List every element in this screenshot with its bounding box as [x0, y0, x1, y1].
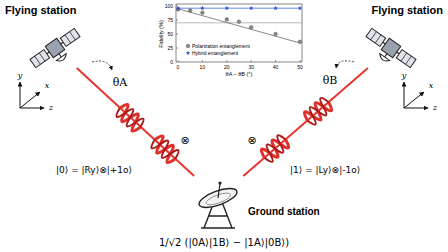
axes-symbol	[20, 82, 428, 108]
label-text: 1/√2 (|0A⟩|1B⟩ − |1A⟩|0B⟩)	[159, 237, 289, 248]
data-points	[176, 6, 303, 10]
laser-beam	[77, 68, 194, 176]
tick-label: 40	[273, 64, 279, 69]
axis-name: y	[18, 72, 23, 80]
tick-label: 50	[297, 64, 303, 69]
tick-label: 75	[167, 18, 173, 23]
tick-label: 100	[165, 4, 173, 9]
station-label: Ground station	[248, 206, 320, 217]
label-text: ⊗	[247, 134, 256, 147]
data-points	[176, 8, 302, 44]
label-text: θA	[113, 76, 128, 89]
angle-label: θA	[113, 77, 128, 88]
vortex-beam	[114, 102, 146, 133]
label-text: 10	[200, 63, 206, 69]
legend-entry: Polarization entanglement	[192, 44, 250, 49]
axis-name: z	[433, 104, 437, 112]
tick-label: 30	[248, 64, 254, 69]
laser-beam	[243, 68, 368, 176]
label-text: 50	[167, 31, 173, 37]
label-text: 0	[170, 59, 173, 65]
station-node: Flying station	[2, 2, 88, 68]
label-text: z	[49, 103, 53, 112]
label-text: 20	[224, 63, 230, 69]
rotation-arc	[92, 61, 112, 70]
angle-label: θB	[323, 75, 338, 86]
label-text: x	[45, 81, 50, 90]
tick-label: 25	[167, 46, 173, 51]
station-node: Ground station	[188, 176, 328, 232]
label-text: θA − θB (°)	[226, 71, 253, 77]
axis-title: θA − θB (°)	[226, 72, 253, 78]
legend-text: Hybrid entanglement	[192, 50, 238, 56]
tick-label: 20	[224, 64, 230, 69]
label-text: Fidelity (%)	[158, 20, 164, 48]
label-text: y	[18, 71, 23, 80]
label-text: y	[402, 71, 407, 80]
satellite-icon	[361, 27, 418, 76]
tick-label: 0	[177, 64, 180, 69]
label-text: z	[433, 103, 437, 112]
label-text: 0	[177, 63, 180, 69]
label-text: 75	[167, 17, 173, 23]
label-text: 50	[297, 63, 303, 69]
station-label: Flying station	[5, 4, 77, 16]
vortex-beam	[302, 96, 334, 127]
legend-sample	[186, 51, 191, 55]
state-formula: 1/√2 (|0A⟩|1B⟩ − |1A⟩|0B⟩)	[159, 238, 289, 248]
legend-sample	[186, 44, 190, 48]
label-text: 40	[273, 63, 279, 69]
legend-entry: Hybrid entanglement	[192, 51, 238, 56]
tick-label: 0	[170, 60, 173, 65]
state-ket: |0⟩ = |Ry⟩⊗|+1o⟩	[56, 166, 132, 175]
station-node: Flying station	[361, 2, 447, 68]
rotation-arc	[336, 61, 354, 68]
axis-name: z	[49, 104, 53, 112]
tick-label: 50	[167, 32, 173, 37]
label-text: 100	[165, 3, 173, 9]
axis-name: y	[402, 72, 407, 80]
state-ket: |1⟩ = |Ly⟩⊗|-1o⟩	[290, 166, 360, 175]
axis-title: Fidelity (%)	[159, 20, 165, 48]
axis-name: x	[45, 82, 50, 90]
inset-chart	[176, 4, 303, 62]
satellite-icon	[29, 27, 86, 76]
tensor-symbol: ⊗	[180, 135, 189, 146]
label-text: 25	[167, 45, 173, 51]
vortex-beam	[149, 134, 181, 165]
dish-antenna	[197, 181, 239, 228]
vortex-beam	[259, 133, 291, 164]
axis-name: x	[429, 82, 434, 90]
label-text: x	[429, 81, 434, 90]
label-text: ⊗	[180, 134, 189, 147]
legend-text: Polarization entanglement	[192, 43, 250, 49]
label-text: |0⟩ = |Ry⟩⊗|+1o⟩	[56, 165, 132, 175]
tensor-symbol: ⊗	[247, 135, 256, 146]
tick-label: 10	[200, 64, 206, 69]
label-text: |1⟩ = |Ly⟩⊗|-1o⟩	[290, 165, 360, 175]
label-text: 30	[248, 63, 254, 69]
station-label: Flying station	[372, 4, 444, 16]
label-text: θB	[323, 74, 338, 87]
